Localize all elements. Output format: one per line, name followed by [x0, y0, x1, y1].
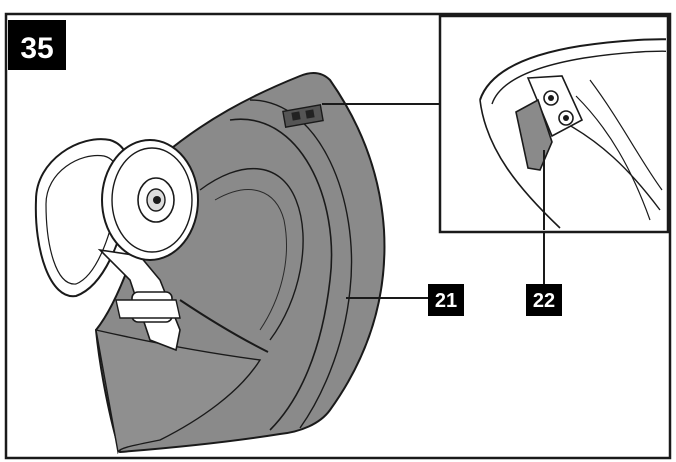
guard-rib-1 [229, 118, 333, 431]
step-number: 35 [20, 32, 53, 65]
callout-21-text: 21 [435, 290, 457, 312]
guard-rib-4 [214, 189, 287, 331]
guard-rib-3 [199, 168, 304, 341]
inset-rib-2 [589, 79, 663, 191]
inset-guard-edge [479, 38, 666, 101]
callout-21: 21 [428, 284, 464, 316]
spool-head [101, 139, 199, 261]
guard-latch [282, 104, 324, 128]
cutting-line [179, 299, 269, 353]
inset-guard-edge-2 [491, 50, 666, 105]
detail-inset [438, 14, 670, 234]
callout-22: 22 [526, 284, 562, 316]
shaft-clip [115, 299, 181, 319]
inset-guard-body [479, 99, 561, 229]
step-number-badge: 35 [8, 20, 66, 70]
inset-rib-3 [575, 95, 651, 221]
callout-22-text: 22 [533, 290, 555, 312]
trimmer-illustration [34, 71, 386, 455]
